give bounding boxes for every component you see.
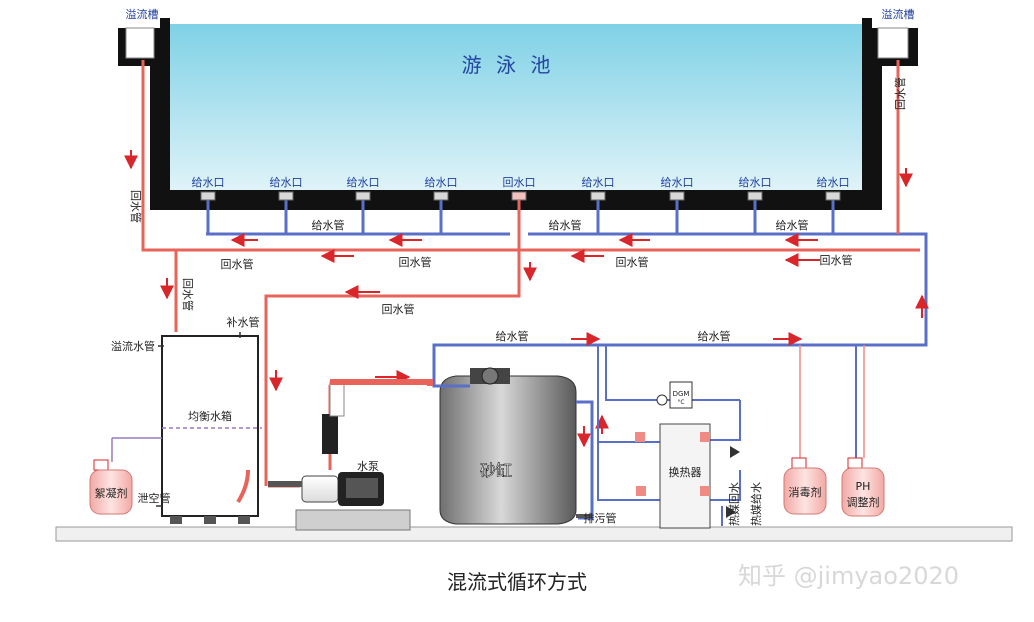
outlet-label: 给水口 xyxy=(661,176,694,189)
outlet-label: 给水口 xyxy=(582,176,615,189)
ph-label-line1: PH xyxy=(856,480,871,493)
sewage-pipe-label: 排污管 xyxy=(584,511,617,525)
heat-exchanger-label: 换热器 xyxy=(669,465,702,479)
sand-filter xyxy=(439,367,594,525)
balance-tank xyxy=(161,335,262,524)
overflow-pipe-label: 溢流水管 xyxy=(111,339,155,353)
ph-label-line2: 调整剂 xyxy=(847,495,880,509)
heat-return-label: 热媒回水 xyxy=(728,482,741,526)
supply-manifold xyxy=(206,232,928,388)
drain-pipe-label: 泄空管 xyxy=(138,491,171,505)
coagulant-label: 絮凝剂 xyxy=(95,486,128,500)
outlet-label: 给水口 xyxy=(347,176,380,189)
watermark: 知乎 @jimyao2020 xyxy=(738,562,960,590)
overflow-trough-label-right: 溢流槽 xyxy=(882,7,915,21)
chem-feed-lines xyxy=(799,345,865,458)
heat-supply-label: 热媒给水 xyxy=(750,482,763,526)
outlet-label: 给水口 xyxy=(817,176,850,189)
ph-tank xyxy=(841,457,885,517)
return-pipe-label: 回水管 xyxy=(399,255,432,269)
makeup-pipe-label: 补水管 xyxy=(227,315,260,329)
pool-title: 游 泳 池 xyxy=(462,53,555,77)
supply-branches xyxy=(597,345,857,501)
disinfectant-tank xyxy=(783,457,827,515)
return-pipe-label: 回水管 xyxy=(221,257,254,271)
dgm-unit: °C xyxy=(677,399,684,406)
tank-fittings xyxy=(156,332,241,507)
ground-slab xyxy=(55,526,1013,542)
supply-risers xyxy=(206,200,835,234)
outlet-label: 给水口 xyxy=(739,176,772,189)
flow-arrows xyxy=(124,150,929,448)
outlet-labels: 给水口 给水口 给水口 给水口 回水口 给水口 给水口 给水口 给水口 xyxy=(192,176,850,189)
pump-label: 水泵 xyxy=(357,460,379,473)
supply-pipe-label: 给水管 xyxy=(549,218,582,232)
return-pipe-label-vertical: 回水管 xyxy=(129,190,143,223)
supply-pipe-label: 给水管 xyxy=(312,218,345,232)
return-outlet-label: 回水口 xyxy=(503,176,536,189)
outlet-label: 给水口 xyxy=(270,176,303,189)
dgm-label: DGM xyxy=(673,390,690,398)
pump xyxy=(268,379,433,531)
heat-exchanger xyxy=(635,381,740,529)
sand-filter-label: 砂缸 xyxy=(480,461,512,480)
balance-tank-label: 均衡水箱 xyxy=(188,409,232,423)
supply-pipe-label: 给水管 xyxy=(776,218,809,232)
overflow-trough-label-left: 溢流槽 xyxy=(126,7,159,21)
return-pipe-label-vertical: 回水管 xyxy=(181,278,195,311)
return-pipe-label: 回水管 xyxy=(616,255,649,269)
supply-pipe-label: 给水管 xyxy=(496,329,529,343)
swimming-pool xyxy=(118,18,918,210)
return-pipe-label: 回水管 xyxy=(382,302,415,316)
outlet-label: 给水口 xyxy=(192,176,225,189)
disinfectant-label: 消毒剂 xyxy=(789,485,822,499)
diagram-caption: 混流式循环方式 xyxy=(447,570,587,594)
return-pipe-label: 回水管 xyxy=(820,253,853,267)
coagulant-tank xyxy=(89,437,162,515)
outlet-nozzles xyxy=(200,191,841,201)
supply-pipe-label: 给水管 xyxy=(698,329,731,343)
outlet-label: 给水口 xyxy=(425,176,458,189)
return-pipe-label-vertical: 回水管 xyxy=(893,77,907,110)
